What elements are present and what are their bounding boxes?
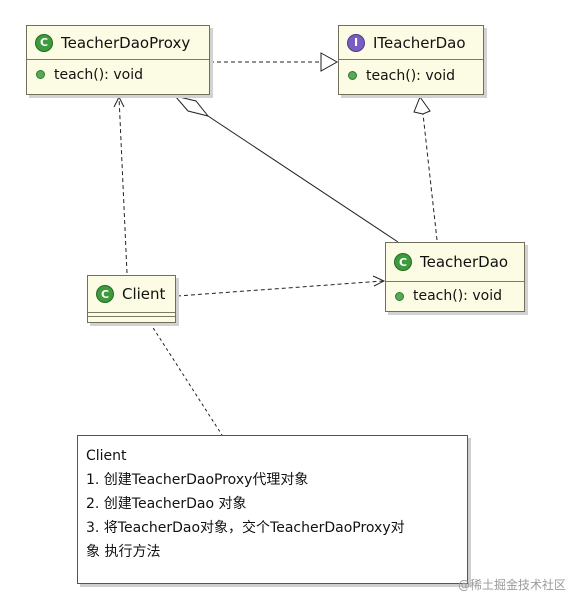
note-line: Client (86, 448, 127, 464)
divider (88, 316, 175, 317)
class-c-icon: C (96, 285, 114, 303)
operation-row: teach(): void (27, 60, 209, 89)
class-name: Client (122, 285, 166, 303)
operation-label: teach(): void (413, 288, 502, 304)
teacher-dao-proxy-header: C TeacherDaoProxy (27, 26, 209, 59)
watermark: @稀土掘金技术社区 (457, 578, 566, 592)
class-c-icon: C (394, 253, 412, 271)
public-method-icon (395, 291, 404, 301)
aggregation-line (207, 115, 399, 243)
aggregation-diamond (173, 95, 210, 117)
target-realization-line (422, 113, 438, 241)
client-header: C Client (88, 276, 175, 312)
iteacher-dao-interface[interactable]: I ITeacherDao teach(): void (338, 25, 484, 95)
teacher-dao-class[interactable]: C TeacherDao teach(): void (385, 242, 525, 312)
client-note[interactable]: Client 1. 创建TeacherDaoProxy代理对象 2. 创建Tea… (77, 435, 468, 584)
client-target-dependency-arrowhead (372, 275, 386, 287)
proxy-realization-arrowhead (320, 52, 339, 72)
note-anchor-line (149, 322, 223, 436)
divider (27, 59, 209, 60)
operation-label: teach(): void (366, 67, 455, 84)
divider (88, 312, 175, 313)
note-line: 2. 创建TeacherDao 对象 (86, 496, 247, 512)
note-line: 1. 创建TeacherDaoProxy代理对象 (86, 472, 309, 488)
operation-row: teach(): void (339, 60, 483, 91)
client-target-dependency-line (176, 280, 384, 297)
class-name: TeacherDao (420, 253, 509, 271)
divider (386, 281, 524, 282)
operation-row: teach(): void (386, 282, 524, 310)
operation-label: teach(): void (54, 66, 143, 83)
target-realization-arrowhead (413, 95, 431, 115)
class-c-icon: C (35, 33, 53, 52)
client-class[interactable]: C Client (87, 275, 176, 323)
teacher-dao-proxy-class[interactable]: C TeacherDaoProxy teach(): void (26, 25, 210, 95)
class-name: TeacherDaoProxy (61, 33, 191, 52)
iteacher-dao-header: I ITeacherDao (339, 26, 483, 59)
interface-i-icon: I (347, 33, 365, 52)
public-method-icon (36, 70, 45, 79)
note-line: 象 执行方法 (86, 544, 161, 560)
divider (339, 59, 483, 60)
client-proxy-dependency-line (118, 96, 128, 274)
client-proxy-dependency-arrowhead (113, 95, 125, 108)
interface-name: ITeacherDao (373, 33, 466, 52)
note-line: 3. 将TeacherDao对象，交个TeacherDaoProxy对 (86, 520, 405, 536)
teacher-dao-header: C TeacherDao (386, 243, 524, 281)
public-method-icon (348, 71, 357, 80)
